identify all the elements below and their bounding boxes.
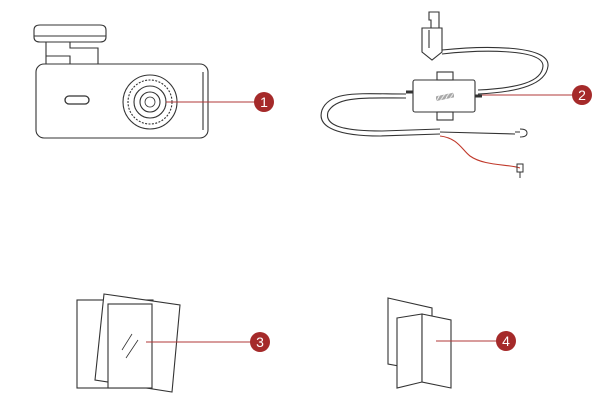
camera-lens-glass [139, 91, 161, 113]
dash-camera [33, 24, 209, 139]
converter-box-top-tab [436, 71, 454, 81]
callout-1-badge [254, 92, 274, 112]
manual-front-right-panel [421, 313, 452, 389]
cable-usb-housing [421, 27, 443, 61]
callout-4-number: 4 [502, 333, 510, 349]
adhesive-film-sheets [76, 293, 181, 393]
callout-2-number: 2 [578, 87, 586, 103]
callout-1: 1 [166, 92, 274, 112]
cable-upper-loop-inner [441, 50, 544, 91]
camera-lens-highlight [144, 96, 156, 108]
callout-3-number: 3 [256, 334, 264, 350]
cable-left-loop [320, 93, 441, 137]
callout-4: 4 [436, 331, 516, 351]
callout-2: 2 [482, 85, 592, 105]
callout-2-badge [572, 85, 592, 105]
ground-ring-terminal [515, 128, 528, 138]
film-sheet-glare-1 [121, 333, 133, 351]
red-power-wire [439, 135, 521, 169]
converter-box-label: |||||||||||||| [436, 92, 455, 102]
manual-front-left-panel [396, 313, 423, 389]
callout-1-number: 1 [260, 94, 268, 110]
cable-usb-plug [428, 11, 440, 29]
callout-4-badge [496, 331, 516, 351]
callout-3: 3 [146, 332, 270, 352]
folded-manual [387, 297, 452, 389]
camera-lens-ring [127, 79, 173, 125]
cable-left-loop-inner [327, 97, 441, 132]
converter-box-bottom-tab [436, 111, 454, 121]
camera-mount-knob [33, 24, 107, 43]
camera-indicator-slot [64, 95, 90, 105]
camera-lens-mid-ring [133, 85, 167, 119]
camera-body [35, 63, 209, 139]
ground-wire [439, 131, 516, 135]
camera-mount-arm [45, 42, 99, 64]
callout-3-badge [250, 332, 270, 352]
film-sheet-glare-2 [125, 339, 139, 359]
cable-upper-loop [441, 46, 549, 95]
hardwire-power-cable: |||||||||||||| [320, 11, 549, 178]
film-sheet-front [107, 303, 153, 389]
